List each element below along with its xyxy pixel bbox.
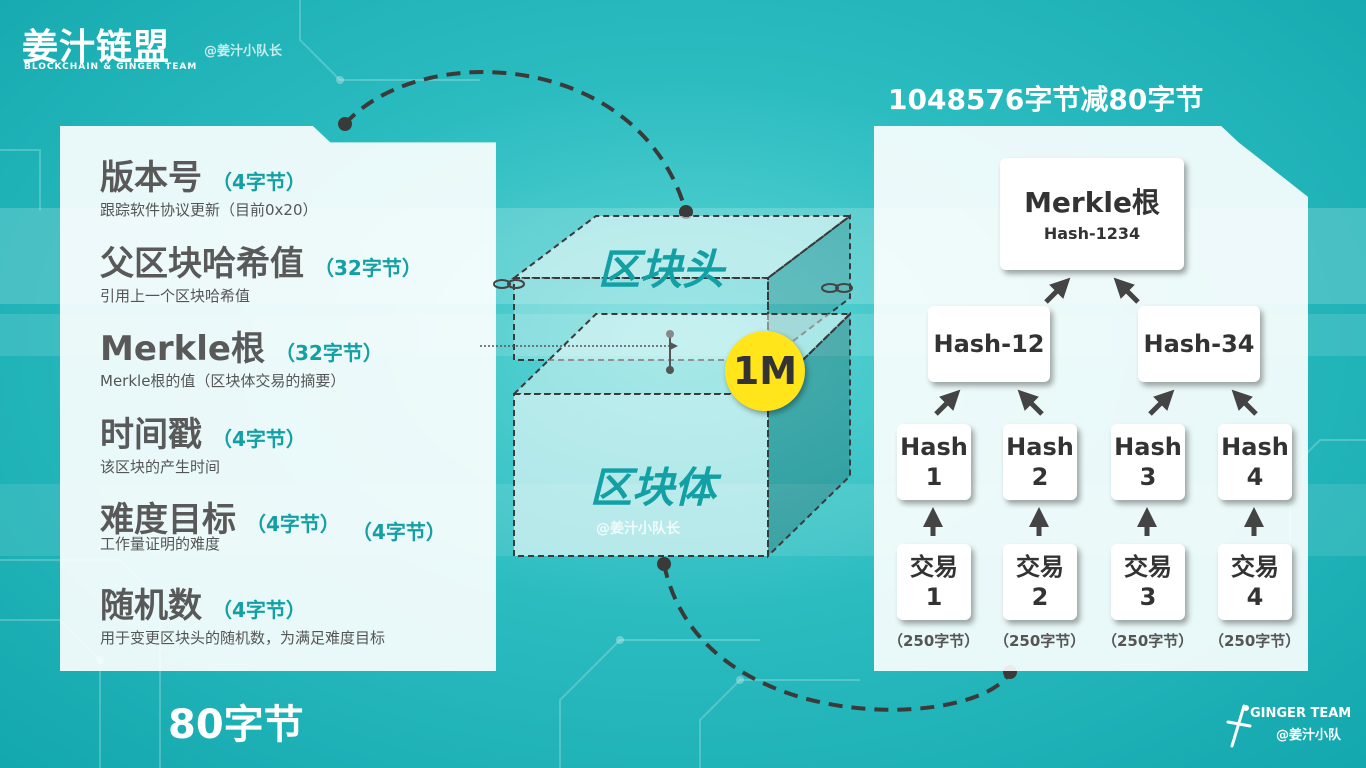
transaction-size: （250字节） <box>888 632 980 650</box>
node-title: Hash <box>1221 433 1289 461</box>
node-title: Hash-34 <box>1143 330 1255 358</box>
field-size: （4字节） <box>212 170 306 194</box>
connector-dot <box>657 557 671 571</box>
field-description: Merkle根的值（区块体交易的摘要） <box>100 372 346 390</box>
node-title: Hash-12 <box>933 330 1045 358</box>
header-top-face <box>511 215 853 279</box>
field-size: （4字节） <box>212 427 306 451</box>
field-nonce: 随机数 （4字节） 用于变更区块头的随机数，为满足难度目标 <box>100 578 385 648</box>
merkle-tree-arrows <box>923 277 1264 536</box>
merkle-hash12-node: Hash-12 <box>928 306 1050 382</box>
field-name: 父区块哈希值 <box>100 244 304 284</box>
merkle-pointer-arrow <box>670 342 678 350</box>
field-version: 版本号 （4字节） 跟踪软件协议更新（目前0x20） <box>100 150 318 220</box>
node-index: 1 <box>925 583 943 611</box>
arrow-hash12-to-root <box>1044 277 1071 304</box>
body-front-face <box>513 393 769 557</box>
field-size-extra: （4字节） <box>351 520 446 544</box>
field-description: 工作量证明的难度 <box>100 535 221 553</box>
brand-logo-title: 姜汁链盟 <box>22 27 171 68</box>
field-description: 该区块的产生时间 <box>100 458 221 476</box>
connector-header-to-block <box>343 70 688 213</box>
field-timestamp: 时间戳 （4字节） 该区块的产生时间 <box>100 407 306 477</box>
field-name: 随机数 <box>100 586 202 626</box>
footer-brand-name: GINGER TEAM <box>1250 706 1352 721</box>
field-name: 版本号 <box>100 158 202 198</box>
block-header-fields-panel: 版本号 （4字节） 跟踪软件协议更新（目前0x20） 父区块哈希值 （32字节） 引… <box>60 126 496 671</box>
transaction-node: 交易 2 <box>1003 544 1077 620</box>
node-index: 4 <box>1246 583 1264 611</box>
node-title: Merkle根 <box>1024 186 1160 219</box>
field-parent-hash: 父区块哈希值 （32字节） 引用上一个区块哈希值 <box>100 236 422 306</box>
merkle-pointer-dot <box>666 366 674 374</box>
field-description: 跟踪软件协议更新（目前0x20） <box>100 201 318 219</box>
block-size-badge: 1M <box>725 331 805 411</box>
brand-handle: @姜汁小队长 <box>204 44 283 59</box>
transaction-node: 交易 1 <box>897 544 971 620</box>
field-size: （4字节） <box>212 598 306 622</box>
merkle-pointer-dot <box>666 330 674 338</box>
node-index: 2 <box>1031 583 1049 611</box>
connector-block-to-merkle <box>662 563 1012 712</box>
footer-brand-handle: @姜汁小队 <box>1276 728 1342 743</box>
merkle-hash34-node: Hash-34 <box>1138 306 1260 382</box>
node-index: 4 <box>1246 463 1264 491</box>
node-index: 2 <box>1031 463 1049 491</box>
transaction-size: （250字节） <box>994 632 1086 650</box>
merkle-leaf-hash-node: Hash 4 <box>1218 424 1292 500</box>
chain-link-icon <box>821 283 853 293</box>
node-subtitle: Hash-1234 <box>1043 224 1141 243</box>
field-name: 时间戳 <box>100 415 202 455</box>
merkle-leaf-hash-node: Hash 3 <box>1111 424 1185 500</box>
merkle-leaf-hash-node: Hash 2 <box>1003 424 1077 500</box>
connector-dot <box>679 205 693 219</box>
block-body-label: 区块体 <box>590 463 717 512</box>
transaction-size: （250字节） <box>1102 632 1194 650</box>
merkle-root-node: Merkle根 Hash-1234 <box>1000 158 1184 270</box>
brand-logo-subtitle: BLOCKCHAIN & GINGER TEAM <box>24 62 198 72</box>
arrow-hash4-to-hash34 <box>1231 389 1258 416</box>
node-title: 交易 <box>1231 553 1279 581</box>
ginger-team-logo-icon <box>1226 704 1252 748</box>
transaction-node: 交易 3 <box>1111 544 1185 620</box>
node-title: 交易 <box>1016 553 1064 581</box>
node-title: Hash <box>1114 433 1182 461</box>
block-header-label: 区块头 <box>598 245 725 294</box>
field-name: 难度目标 <box>100 500 236 540</box>
node-title: Hash <box>900 433 968 461</box>
field-size: （32字节） <box>314 256 422 280</box>
arrow-hash34-to-root <box>1113 277 1140 304</box>
chain-link-icon <box>493 279 525 289</box>
node-title: 交易 <box>1124 553 1172 581</box>
field-size: （4字节） <box>246 512 340 536</box>
field-description: 引用上一个区块哈希值 <box>100 287 251 305</box>
arrow-hash1-to-hash12 <box>934 389 961 416</box>
transaction-node: 交易 4 <box>1218 544 1292 620</box>
header-total-size: 80字节 <box>168 702 304 748</box>
arrow-hash2-to-hash12 <box>1017 389 1044 416</box>
field-name: Merkle根 <box>100 329 265 369</box>
node-index: 1 <box>925 463 943 491</box>
node-index: 3 <box>1139 583 1157 611</box>
body-watermark: @姜汁小队长 <box>596 521 680 537</box>
arrow-hash3-to-hash34 <box>1148 389 1175 416</box>
field-difficulty: 难度目标 （4字节） （4字节） 工作量证明的难度 <box>100 492 446 554</box>
node-title: 交易 <box>910 553 958 581</box>
connector-dot <box>338 117 352 131</box>
node-index: 3 <box>1139 463 1157 491</box>
field-size: （32字节） <box>275 341 383 365</box>
transaction-size: （250字节） <box>1209 632 1301 650</box>
field-description: 用于变更区块头的随机数，为满足难度目标 <box>100 629 386 647</box>
block-body-size-title: 1048576字节减80字节 <box>888 83 1204 116</box>
merkle-leaf-hash-node: Hash 1 <box>897 424 971 500</box>
node-title: Hash <box>1006 433 1074 461</box>
field-merkle-root: Merkle根 （32字节） Merkle根的值（区块体交易的摘要） <box>100 321 383 391</box>
